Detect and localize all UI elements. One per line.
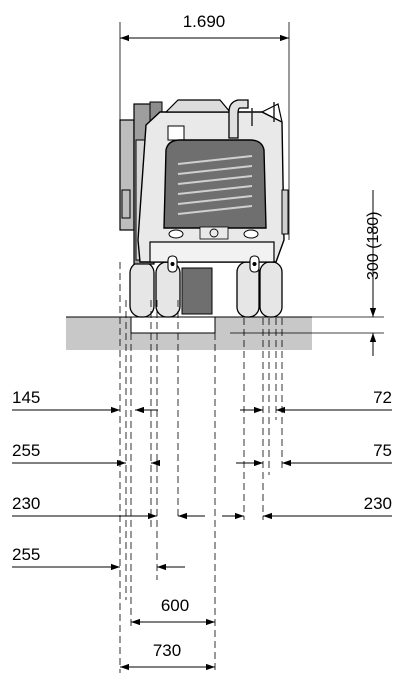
right-label-230: 230 <box>364 494 392 513</box>
right-outer-wheel <box>259 261 283 318</box>
left-label-255-upper: 255 <box>12 441 40 460</box>
overall-width-label: 1.690 <box>183 12 226 31</box>
milling-depth-dimension: 300 (180) <box>228 190 384 356</box>
front-bumper <box>149 241 275 263</box>
right-dimension-72: 72 <box>240 388 392 414</box>
milling-machine-front-view <box>119 99 289 318</box>
left-label-255-lower: 255 <box>12 545 40 564</box>
exhaust-pipe <box>228 99 249 139</box>
right-dimension-230: 230 <box>222 494 392 520</box>
milling-depth-label: 300 (180) <box>365 212 382 281</box>
milling-drum-housing <box>181 267 213 315</box>
extension-lines <box>119 262 283 673</box>
bottom-dimension-600: 600 <box>131 596 215 626</box>
bottom-label-600: 600 <box>161 596 189 615</box>
left-label-145: 145 <box>12 388 40 407</box>
left-dimension-230: 230 <box>12 494 205 520</box>
right-dimension-75: 75 <box>236 441 392 467</box>
bottom-dimension-730: 730 <box>120 641 215 671</box>
right-label-75: 75 <box>373 441 392 460</box>
left-dimension-145: 145 <box>12 388 158 414</box>
bottom-label-730: 730 <box>153 641 181 660</box>
right-label-72: 72 <box>373 388 392 407</box>
left-label-230: 230 <box>12 494 40 513</box>
left-dimension-255-upper: 255 <box>12 441 160 467</box>
left-dimension-255-lower: 255 <box>12 545 185 571</box>
ground-section <box>66 316 312 350</box>
left-outer-wheel <box>129 261 155 318</box>
overall-width-dimension: 1.690 <box>119 12 290 240</box>
